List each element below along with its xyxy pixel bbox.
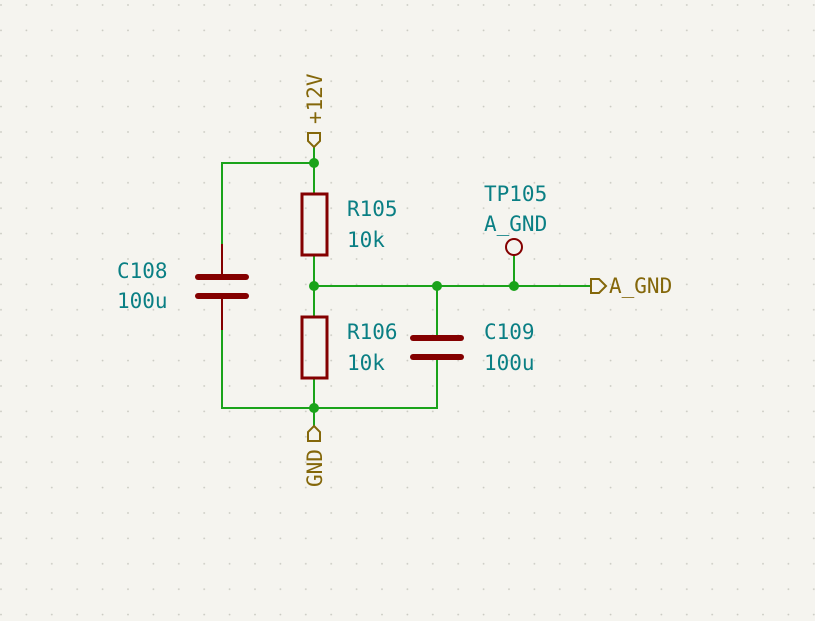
net-label-a-gnd[interactable]: A_GND — [590, 274, 672, 298]
r105-value: 10k — [347, 228, 385, 252]
resistor-body-icon — [300, 192, 329, 257]
power-label-12v: +12V — [303, 73, 327, 124]
net-label-text: A_GND — [609, 274, 672, 298]
tp105-value: A_GND — [484, 212, 547, 236]
resistor-r106[interactable]: R106 10k — [300, 315, 398, 380]
junction-gnd — [309, 403, 319, 413]
r105-reference: R105 — [347, 197, 398, 221]
r106-reference: R106 — [347, 320, 398, 344]
power-label-gnd: GND — [303, 449, 327, 487]
capacitor-c109[interactable]: C109 100u — [410, 320, 535, 375]
power-symbol-gnd[interactable]: GND — [303, 424, 327, 487]
wire-gnd-bus[interactable] — [221, 298, 438, 409]
power-symbol-12v[interactable]: +12V — [303, 73, 327, 149]
capacitor-c108[interactable]: C108 100u — [117, 244, 249, 330]
tp105-reference: TP105 — [484, 182, 547, 206]
power-port-icon — [307, 132, 321, 149]
testpoint-ring-icon — [505, 238, 523, 256]
junction-vcc — [309, 158, 319, 168]
label-flag-icon — [590, 278, 608, 294]
c108-reference: C108 — [117, 259, 168, 283]
ground-port-icon — [307, 424, 321, 442]
testpoint-tp105[interactable]: TP105 A_GND — [484, 182, 547, 256]
resistor-r105[interactable]: R105 10k — [300, 192, 398, 257]
c108-value: 100u — [117, 289, 168, 313]
junctions — [309, 158, 519, 413]
c109-reference: C109 — [484, 320, 535, 344]
junction-mid-c109 — [432, 281, 442, 291]
wire-vcc-to-c108[interactable] — [221, 162, 315, 275]
junction-mid-left — [309, 281, 319, 291]
c109-value: 100u — [484, 351, 535, 375]
resistor-body-icon — [300, 315, 329, 380]
junction-mid-tp — [509, 281, 519, 291]
r106-value: 10k — [347, 351, 385, 375]
